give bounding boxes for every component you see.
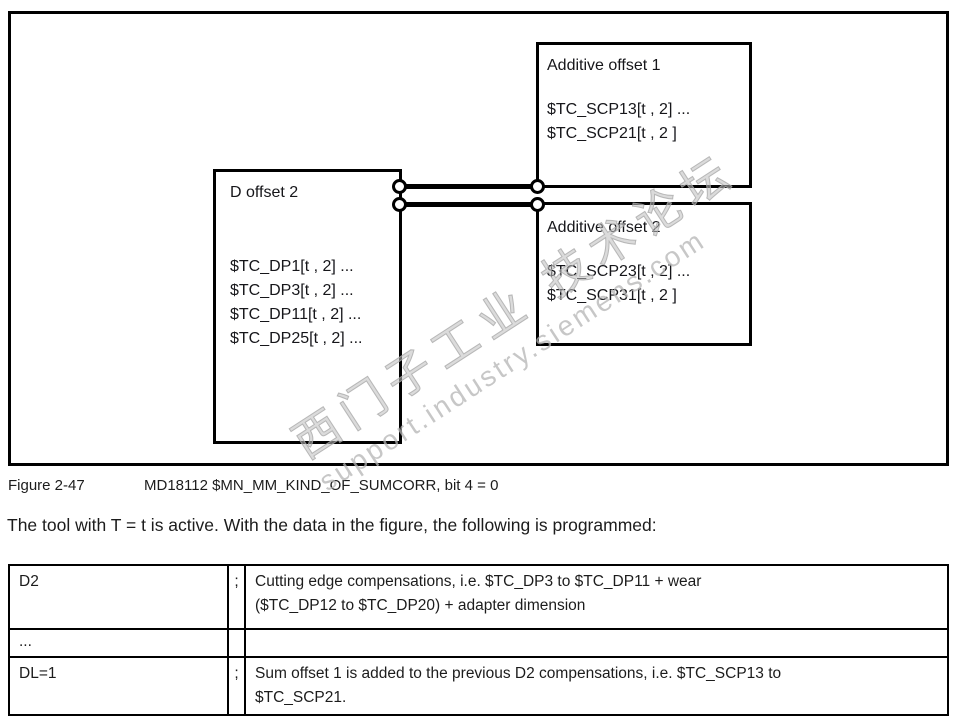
connector-node-icon <box>530 197 545 212</box>
connector-line <box>399 202 540 207</box>
program-table: D2 ; Cutting edge compensations, i.e. $T… <box>8 564 949 716</box>
figure-caption: Figure 2-47 MD18112 $MN_MM_KIND_OF_SUMCOR… <box>8 477 498 495</box>
connector-node-icon <box>392 179 407 194</box>
code-cell: ... <box>8 628 229 658</box>
description-line: Sum offset 1 is added to the previous D2… <box>255 665 782 682</box>
box-code-block: $TC_SCP13[t , 2] ... $TC_SCP21[t , 2 ] <box>547 98 741 146</box>
connector-node-icon <box>530 179 545 194</box>
code-line: $TC_SCP21[t , 2 ] <box>547 125 677 142</box>
code-line: $TC_SCP23[t , 2] ... <box>547 263 691 280</box>
figure-caption-label: Figure 2-47 <box>8 477 85 494</box>
description-line: ($TC_DP12 to $TC_DP20) + adapter dimensi… <box>255 597 586 614</box>
box-code-block: $TC_SCP23[t , 2] ... $TC_SCP31[t , 2 ] <box>547 260 741 308</box>
separator-cell: ; <box>227 564 246 630</box>
intro-paragraph: The tool with T = t is active. With the … <box>7 515 657 535</box>
description-cell: Sum offset 1 is added to the previous D2… <box>244 656 949 716</box>
connector-node-icon <box>392 197 407 212</box>
description-line: Cutting edge compensations, i.e. $TC_DP3… <box>255 573 702 590</box>
box-code-block: $TC_DP1[t , 2] ... $TC_DP3[t , 2] ... $T… <box>230 255 385 351</box>
code-line: $TC_DP11[t , 2] ... <box>230 306 362 323</box>
separator-cell <box>227 628 246 658</box>
diagram-box-d-offset-2: D offset 2 $TC_DP1[t , 2] ... $TC_DP3[t … <box>213 169 402 444</box>
separator-cell: ; <box>227 656 246 716</box>
code-line: $TC_SCP31[t , 2 ] <box>547 287 677 304</box>
box-title: D offset 2 <box>230 184 299 201</box>
box-title: Additive offset 2 <box>547 219 661 236</box>
code-line: $TC_SCP13[t , 2] ... <box>547 101 691 118</box>
code-line: $TC_DP3[t , 2] ... <box>230 282 354 299</box>
box-title: Additive offset 1 <box>547 57 661 74</box>
table-row: ... <box>8 628 949 658</box>
description-line: $TC_SCP21. <box>255 689 347 706</box>
code-line: $TC_DP25[t , 2] ... <box>230 330 363 347</box>
table-row: DL=1 ; Sum offset 1 is added to the prev… <box>8 656 949 716</box>
table-row: D2 ; Cutting edge compensations, i.e. $T… <box>8 564 949 630</box>
diagram-box-additive-offset-2: Additive offset 2 $TC_SCP23[t , 2] ... $… <box>536 202 752 346</box>
description-cell <box>244 628 949 658</box>
figure-border <box>8 11 949 466</box>
description-cell: Cutting edge compensations, i.e. $TC_DP3… <box>244 564 949 630</box>
code-cell: D2 <box>8 564 229 630</box>
code-line: $TC_DP1[t , 2] ... <box>230 258 354 275</box>
connector-line <box>399 184 540 189</box>
figure-caption-text: MD18112 $MN_MM_KIND_OF_SUMCORR, bit 4 = … <box>144 477 499 494</box>
code-cell: DL=1 <box>8 656 229 716</box>
diagram-box-additive-offset-1: Additive offset 1 $TC_SCP13[t , 2] ... $… <box>536 42 752 188</box>
